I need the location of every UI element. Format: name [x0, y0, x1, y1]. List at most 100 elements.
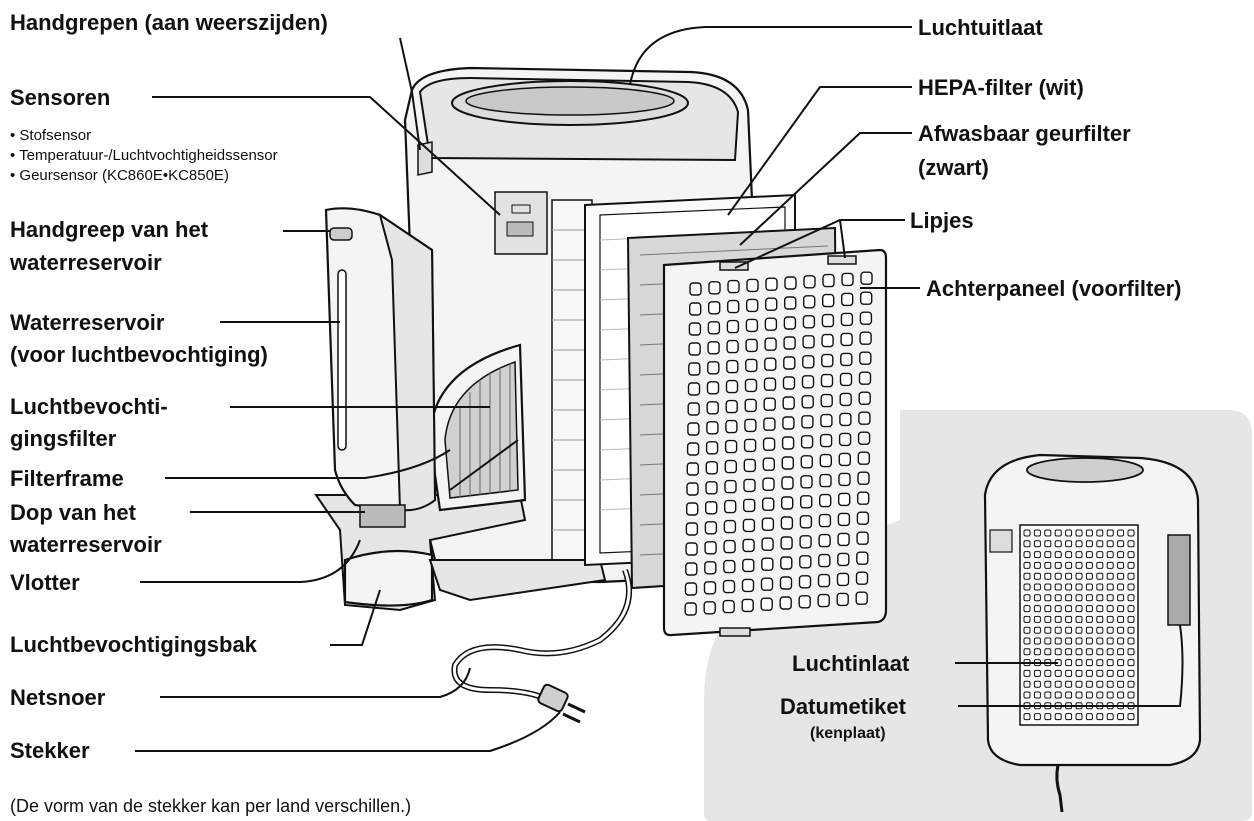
label-air-outlet: Luchtuitlaat: [918, 15, 1043, 40]
inset-grille-hole: [1085, 551, 1093, 559]
grille-hole: [724, 439, 738, 454]
grille-hole: [857, 491, 870, 505]
label-tank-cap-line1: Dop van het: [10, 500, 137, 525]
inset-grille-hole: [1106, 572, 1114, 580]
inset-grille-hole: [1096, 605, 1104, 613]
inset-grille-hole: [1106, 637, 1114, 645]
inset-grille-hole: [1096, 551, 1104, 559]
grille-hole: [742, 518, 756, 533]
inset-grille-hole: [1106, 669, 1114, 677]
grille-hole: [688, 322, 702, 336]
inset-grille-hole: [1023, 551, 1031, 559]
grille-hole: [799, 555, 812, 569]
inset-grille-hole: [1096, 529, 1104, 537]
grille-hole: [722, 579, 736, 594]
inset-grille-hole: [1096, 648, 1104, 656]
grille-hole: [838, 432, 852, 447]
grille-hole: [685, 542, 698, 556]
inset-grille-hole: [1054, 583, 1062, 591]
sensor-item-temp-humidity: • Temperatuur-/Luchtvochtigheidssensor: [10, 147, 278, 164]
label-tank-handle-line2: waterreservoir: [9, 250, 162, 275]
inset-grille-hole: [1044, 648, 1052, 656]
grille-hole: [705, 501, 718, 515]
grille-hole: [707, 321, 721, 335]
label-date-line1: Datumetiket: [780, 694, 907, 719]
inset-grille-hole: [1023, 615, 1031, 623]
grille-hole: [819, 453, 832, 468]
grille-hole: [688, 342, 701, 356]
inset-grille-hole: [1044, 637, 1052, 645]
grille-hole: [838, 472, 851, 487]
inset-grille-hole: [1023, 648, 1031, 656]
inset-grille-hole: [1023, 626, 1031, 634]
grille-hole: [802, 355, 815, 369]
grille-hole: [803, 295, 816, 309]
inset-grille-hole: [1054, 669, 1062, 677]
grille-hole: [856, 511, 870, 525]
inset-grille-hole: [1075, 713, 1083, 721]
label-back-panel: Achterpaneel (voorfilter): [926, 276, 1182, 301]
grille-hole: [822, 273, 835, 288]
grille-hole: [707, 361, 720, 375]
inset-grille-hole: [1033, 648, 1041, 656]
grille-hole: [746, 298, 759, 313]
grille-hole: [818, 533, 831, 548]
grille-hole: [856, 551, 869, 565]
inset-grille-hole: [1054, 713, 1062, 721]
grille-hole: [821, 353, 834, 368]
inset-grille-hole: [1106, 605, 1114, 613]
grille-hole: [760, 597, 773, 611]
grille-hole: [782, 396, 795, 410]
inset-grille-hole: [1085, 583, 1093, 591]
inset-grille-hole: [1127, 691, 1135, 699]
inset-grille-hole: [1033, 594, 1041, 602]
inset-grille-hole: [1065, 551, 1073, 559]
inset-grille-hole: [1023, 669, 1031, 677]
grille-hole: [686, 442, 700, 456]
grille-hole: [781, 496, 794, 510]
grille-hole: [764, 357, 777, 371]
inset-grille-hole: [1044, 551, 1052, 559]
inset-grille-hole: [1065, 626, 1073, 634]
inset-grille-hole: [1033, 583, 1041, 591]
inset-grille-hole: [1033, 561, 1041, 569]
grille-hole: [725, 399, 738, 414]
label-float: Vlotter: [10, 570, 80, 595]
grille-hole: [763, 417, 776, 431]
grille-hole: [744, 418, 757, 433]
inset-grille-hole: [1075, 594, 1083, 602]
grille-hole: [859, 331, 872, 345]
grille-hole: [727, 299, 740, 314]
inset-grille-hole: [1085, 691, 1093, 699]
inset-grille-hole: [1033, 551, 1041, 559]
inset-grille-hole: [1127, 583, 1135, 591]
grille-hole: [818, 553, 831, 568]
inset-grille-hole: [1054, 540, 1062, 548]
grille-hole: [856, 531, 869, 545]
grille-hole: [704, 541, 717, 555]
inset-grille-hole: [1085, 637, 1093, 645]
grille-hole: [857, 451, 870, 465]
inset-grille-hole: [1054, 605, 1062, 613]
inset-grille-hole: [1065, 594, 1073, 602]
grille-hole: [857, 471, 870, 485]
inset-grille-hole: [1106, 680, 1114, 688]
inset-grille-hole: [1117, 551, 1125, 559]
inset-grille-hole: [1085, 594, 1093, 602]
inset-grille-hole: [1085, 615, 1093, 623]
inset-grille-hole: [1023, 540, 1031, 548]
grille-hole: [841, 272, 854, 287]
inset-grille-hole: [1106, 626, 1114, 634]
inset-grille-hole: [1023, 583, 1031, 591]
grille-hole: [687, 382, 701, 396]
inset-grille-hole: [1075, 572, 1083, 580]
inset-grille-hole: [1065, 529, 1073, 537]
power-cord: [451, 568, 633, 724]
grille-hole: [783, 316, 797, 330]
inset-grille-hole: [1023, 594, 1031, 602]
grille-hole: [707, 341, 720, 355]
inset-grille-hole: [1033, 605, 1041, 613]
grille-hole: [762, 497, 775, 511]
grille-hole: [821, 333, 834, 348]
grille-hole: [840, 352, 853, 367]
